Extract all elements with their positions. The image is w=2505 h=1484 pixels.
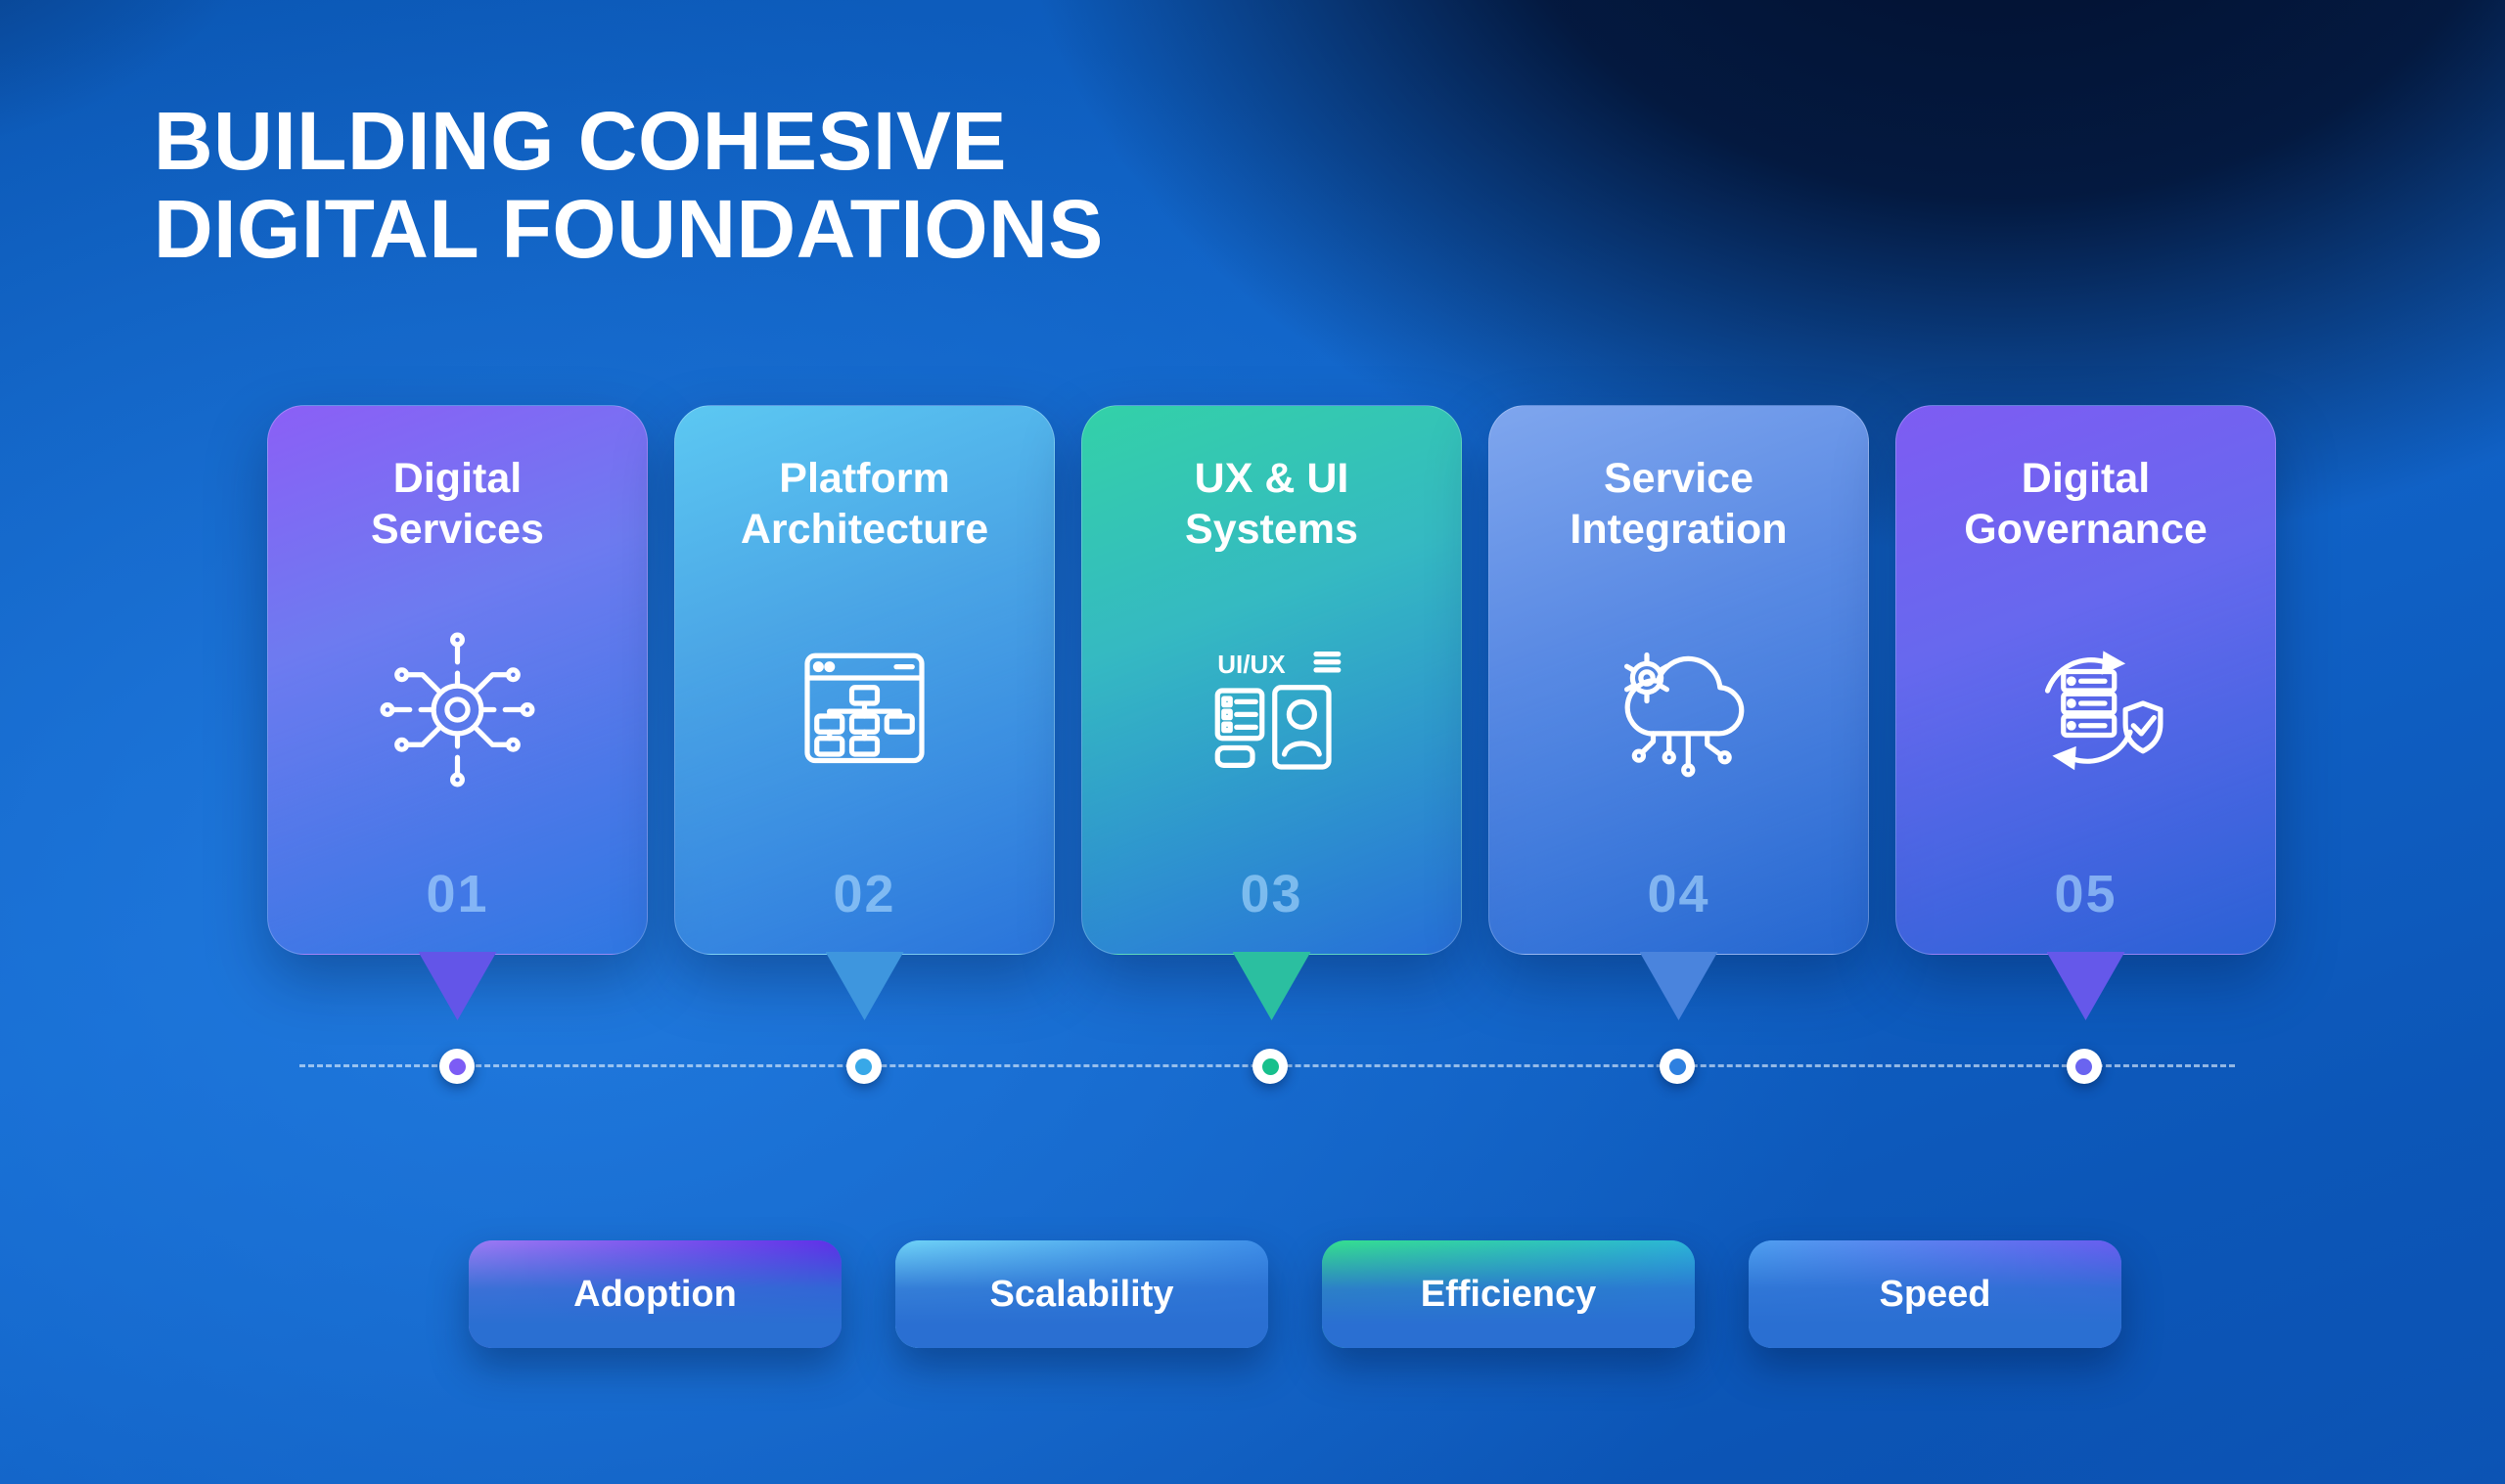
card-ux-ui-systems: UX & UI Systems UI/UX bbox=[1081, 405, 1462, 1020]
card-title-line2: Systems bbox=[1185, 506, 1358, 554]
timeline-dot-core bbox=[1261, 1057, 1279, 1075]
timeline-dot-cell bbox=[267, 1049, 648, 1084]
pill-label: Adoption bbox=[573, 1273, 737, 1315]
card-title-line1: Digital bbox=[392, 455, 523, 502]
timeline-dot-4 bbox=[1660, 1049, 1696, 1084]
pill-efficiency[interactable]: Efficiency bbox=[1322, 1240, 1695, 1348]
card-title: Digital Services bbox=[371, 453, 544, 556]
card-platform-architecture: Platform Architecture bbox=[674, 405, 1055, 1020]
timeline-dot-cell bbox=[1893, 1049, 2274, 1084]
page-title: BUILDING COHESIVE DIGITAL FOUNDATIONS bbox=[154, 95, 1104, 275]
card-title-line2: Architecture bbox=[740, 506, 989, 554]
timeline-dot-core bbox=[1668, 1057, 1686, 1075]
card-title-line2: Governance bbox=[1964, 506, 2208, 554]
card-service-integration: Service Integration bbox=[1488, 405, 1869, 1020]
timeline-dot-2 bbox=[845, 1049, 882, 1084]
timeline bbox=[267, 1049, 2274, 1084]
cloud-gear-circuit-icon bbox=[1511, 556, 1846, 864]
pill-label: Scalability bbox=[989, 1273, 1174, 1315]
card-title-line1: UX & UI bbox=[1194, 455, 1349, 502]
card-tail bbox=[418, 952, 497, 1020]
card-tail bbox=[2046, 952, 2125, 1020]
pill-label: Efficiency bbox=[1420, 1273, 1597, 1315]
card-title: UX & UI Systems bbox=[1185, 453, 1358, 556]
timeline-dot-core bbox=[448, 1057, 466, 1075]
gear-circuit-icon bbox=[290, 556, 625, 864]
card-title: Digital Governance bbox=[1964, 453, 2208, 556]
page-title-line2: DIGITAL FOUNDATIONS bbox=[154, 182, 1104, 275]
governance-shield-cycle-icon bbox=[1918, 556, 2254, 864]
pill-scalability[interactable]: Scalability bbox=[895, 1240, 1268, 1348]
card-title: Service Integration bbox=[1570, 453, 1787, 556]
pills-row: Adoption Scalability Efficiency Speed bbox=[469, 1240, 2121, 1348]
card-number: 03 bbox=[1240, 865, 1303, 923]
card-title-line1: Digital bbox=[2021, 455, 2151, 502]
card-number: 01 bbox=[426, 865, 489, 923]
timeline-dot-5 bbox=[2066, 1049, 2102, 1084]
timeline-dot-core bbox=[855, 1057, 873, 1075]
timeline-dot-cell bbox=[1487, 1049, 1868, 1084]
cards-row: Digital Services bbox=[267, 405, 2276, 1020]
card-title-line2: Services bbox=[371, 506, 544, 554]
pill-adoption[interactable]: Adoption bbox=[469, 1240, 842, 1348]
card-tail bbox=[825, 952, 904, 1020]
page-title-line1: BUILDING COHESIVE bbox=[154, 95, 1007, 187]
timeline-dot-cell bbox=[1080, 1049, 1461, 1084]
card-title: Platform Architecture bbox=[741, 453, 988, 556]
card-title-line1: Platform bbox=[779, 455, 950, 502]
pill-speed[interactable]: Speed bbox=[1749, 1240, 2121, 1348]
uiux-wireframe-icon: UI/UX bbox=[1104, 556, 1439, 864]
pill-label: Speed bbox=[1879, 1273, 1991, 1315]
timeline-dot-core bbox=[2075, 1057, 2093, 1075]
card-title-line1: Service bbox=[1603, 455, 1754, 502]
timeline-dot-1 bbox=[439, 1049, 476, 1084]
timeline-dot-cell bbox=[674, 1049, 1055, 1084]
card-tail bbox=[1639, 952, 1718, 1020]
card-number: 02 bbox=[833, 865, 896, 923]
card-tail bbox=[1232, 952, 1311, 1020]
card-number: 04 bbox=[1647, 865, 1710, 923]
card-title-line2: Integration bbox=[1570, 506, 1788, 554]
card-digital-governance: Digital Governance bbox=[1895, 405, 2276, 1020]
card-number: 05 bbox=[2054, 865, 2118, 923]
card-digital-services: Digital Services bbox=[267, 405, 648, 1020]
sitemap-window-icon bbox=[697, 556, 1032, 864]
timeline-dot-3 bbox=[1252, 1049, 1289, 1084]
svg-text:UI/UX: UI/UX bbox=[1217, 650, 1286, 679]
